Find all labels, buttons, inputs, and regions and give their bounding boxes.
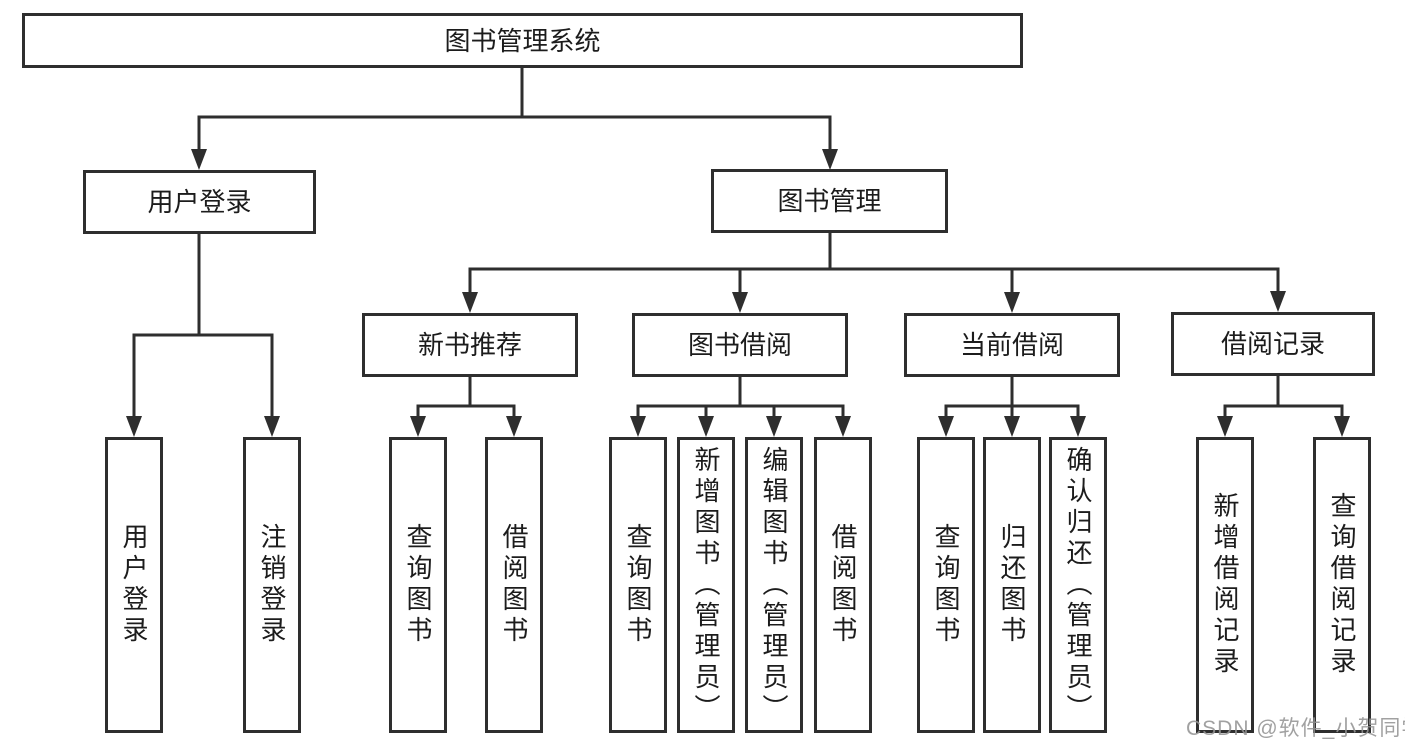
leaf-query-books-label: 查询图书 <box>931 523 961 647</box>
leaf-query-books: 查询图书 <box>917 437 975 733</box>
node-borrowing-records-label: 借阅记录 <box>1220 329 1325 359</box>
leaf-add-book-admin: 新增图书（管理员） <box>677 437 735 733</box>
arrow-down-icon <box>1217 416 1350 437</box>
leaf-logout: 注销登录 <box>243 437 301 733</box>
connector-book-mgmt-to-level2 <box>462 232 1286 313</box>
leaf-user-login-label: 用户登录 <box>119 523 149 647</box>
leaf-add-book-admin-label: 新增图书（管理员） <box>691 445 721 725</box>
connector-line <box>636 375 845 422</box>
node-borrowing-records: 借阅记录 <box>1171 312 1375 376</box>
arrow-down-icon <box>938 416 1086 437</box>
connector-line <box>944 375 1080 422</box>
leaf-user-login: 用户登录 <box>105 437 163 733</box>
leaf-borrow-books-label: 借阅图书 <box>499 523 529 647</box>
leaf-add-borrow-record: 新增借阅记录 <box>1196 437 1254 733</box>
node-new-book-recommendation: 新书推荐 <box>362 313 578 377</box>
leaf-edit-book-admin-label: 编辑图书（管理员） <box>759 445 789 725</box>
arrow-down-icon <box>462 291 1286 313</box>
leaf-return-book: 归还图书 <box>983 437 1041 733</box>
arrow-down-icon <box>126 416 280 437</box>
connector-root-to-level1 <box>191 66 838 170</box>
leaf-query-books-label: 查询图书 <box>623 523 653 647</box>
node-new-book-recommendation-label: 新书推荐 <box>417 330 522 360</box>
leaf-confirm-return-admin: 确认归还（管理员） <box>1049 437 1107 733</box>
leaf-edit-book-admin: 编辑图书（管理员） <box>745 437 803 733</box>
node-current-borrowing-label: 当前借阅 <box>959 330 1064 360</box>
connector-borrow-record-to-leaves <box>1217 374 1350 437</box>
node-current-borrowing: 当前借阅 <box>904 313 1120 377</box>
connector-book-borrow-to-leaves <box>630 375 851 437</box>
arrow-down-icon <box>191 149 838 170</box>
connector-line <box>1223 374 1344 422</box>
node-user-login: 用户登录 <box>83 170 316 234</box>
leaf-return-book-label: 归还图书 <box>997 523 1027 647</box>
leaf-query-borrow-record-label: 查询借阅记录 <box>1327 492 1357 678</box>
leaf-query-books: 查询图书 <box>609 437 667 733</box>
node-library-system-label: 图书管理系统 <box>444 25 601 56</box>
node-book-borrowing: 图书借阅 <box>632 313 848 377</box>
leaf-add-borrow-record-label: 新增借阅记录 <box>1210 492 1240 678</box>
leaf-borrow-books-label: 借阅图书 <box>828 523 858 647</box>
connector-user-login-to-leaves <box>126 232 280 437</box>
node-book-management: 图书管理 <box>711 169 948 233</box>
leaf-logout-label: 注销登录 <box>257 523 287 647</box>
leaf-query-books-label: 查询图书 <box>403 523 433 647</box>
connector-line <box>468 232 1280 298</box>
connector-current-borrow-to-leaves <box>938 375 1086 437</box>
leaf-query-borrow-record: 查询借阅记录 <box>1313 437 1371 733</box>
leaf-borrow-books: 借阅图书 <box>485 437 543 733</box>
leaf-query-books: 查询图书 <box>389 437 447 733</box>
arrow-down-icon <box>410 416 522 437</box>
leaf-confirm-return-admin-label: 确认归还（管理员） <box>1063 445 1093 725</box>
leaf-borrow-books: 借阅图书 <box>814 437 872 733</box>
connector-line <box>416 375 516 422</box>
arrow-down-icon <box>630 416 851 437</box>
watermark-text: CSDN @软件_小贺同学 <box>1186 717 1405 740</box>
connector-line <box>132 232 274 422</box>
connector-line <box>197 66 832 154</box>
node-book-management-label: 图书管理 <box>777 186 882 216</box>
node-book-borrowing-label: 图书借阅 <box>687 330 792 360</box>
connector-new-book-to-leaves <box>410 375 522 437</box>
node-user-login-label: 用户登录 <box>147 187 252 217</box>
node-library-system: 图书管理系统 <box>22 13 1023 68</box>
